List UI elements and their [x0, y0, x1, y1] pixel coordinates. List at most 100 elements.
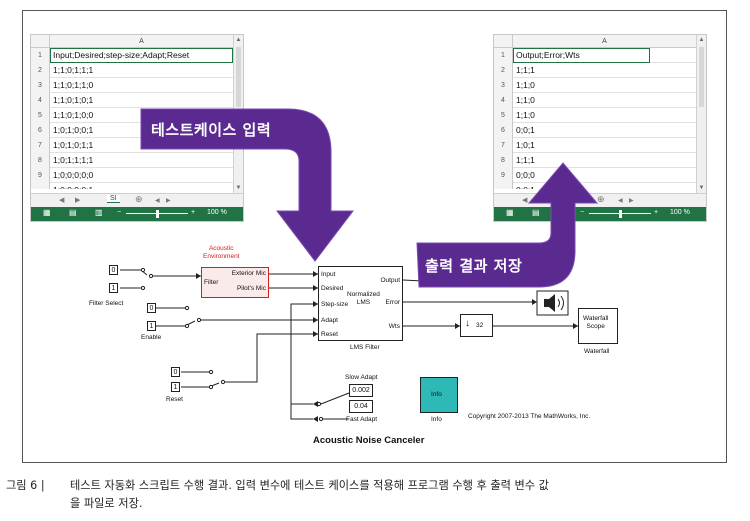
cell[interactable]: 1;1;0;1;0;1: [53, 95, 94, 105]
cell[interactable]: 0;0;1: [516, 125, 535, 135]
row-number[interactable]: 1: [494, 48, 513, 63]
add-sheet-icon[interactable]: ⊕: [135, 194, 143, 204]
zoom-in-icon[interactable]: +: [654, 209, 659, 216]
cell[interactable]: 1;0;1;0;0;1: [53, 125, 94, 135]
downsample-block[interactable]: ↓ 32: [460, 314, 493, 337]
fast-adapt-const[interactable]: 0.04: [349, 400, 373, 413]
tab-scroll-right-icon[interactable]: ▶: [166, 198, 171, 204]
row-number[interactable]: 6: [494, 123, 513, 138]
enable-const-0[interactable]: 0: [147, 303, 156, 313]
column-a-header[interactable]: A: [602, 38, 607, 45]
cell[interactable]: 1;0;0;0;0;0: [53, 170, 94, 180]
scroll-up-icon[interactable]: ▲: [698, 37, 705, 43]
waterfall-scope-block[interactable]: Waterfall Scope: [578, 308, 618, 344]
speaker-icon: [544, 294, 555, 312]
zoom-slider-knob[interactable]: [156, 210, 159, 218]
zoom-slider-knob[interactable]: [619, 210, 622, 218]
cell[interactable]: 1;0;1: [516, 140, 535, 150]
cell[interactable]: 0;0;0: [516, 170, 535, 180]
zoom-out-icon[interactable]: −: [580, 209, 585, 216]
zoom-level[interactable]: 100 %: [207, 209, 227, 216]
filter-select-const-0[interactable]: 0: [109, 265, 118, 275]
cell[interactable]: 1;0;1;1;1;1: [53, 155, 94, 165]
row-number[interactable]: 8: [494, 153, 513, 168]
info-block[interactable]: Info: [420, 377, 458, 413]
row-number[interactable]: 3: [494, 78, 513, 93]
filter-select-const-1[interactable]: 1: [109, 283, 118, 293]
page-break-icon[interactable]: ▥: [95, 208, 103, 217]
cell[interactable]: 1;1;0: [516, 95, 535, 105]
normal-view-icon[interactable]: ▦: [43, 208, 51, 217]
scroll-up-icon[interactable]: ▲: [235, 37, 242, 43]
acoustic-environment-block[interactable]: Filter Exterior Mic Pilot's Mic: [201, 267, 269, 298]
cell-partial[interactable]: 1;0;0;0;0;1: [53, 183, 233, 189]
cell[interactable]: 1;1;1: [516, 65, 535, 75]
page-layout-icon[interactable]: ▤: [532, 208, 540, 217]
row-number[interactable]: 2: [494, 63, 513, 78]
cell[interactable]: 1;1;0;1;0;0: [53, 110, 94, 120]
page-layout-icon[interactable]: ▤: [69, 208, 77, 217]
row-number[interactable]: 9: [494, 168, 513, 183]
arrowhead: [313, 301, 318, 307]
column-header: A: [31, 35, 233, 48]
zoom-out-icon[interactable]: −: [117, 209, 122, 216]
speaker-block[interactable]: [536, 290, 569, 316]
next-sheet-icon[interactable]: ▶: [75, 197, 81, 204]
cell-a1[interactable]: Output;Error;Wts: [513, 48, 650, 63]
row-number[interactable]: 7: [31, 138, 50, 153]
select-all-corner[interactable]: [31, 35, 50, 48]
cell[interactable]: 1;1;0: [516, 80, 535, 90]
row-number[interactable]: 7: [494, 138, 513, 153]
add-sheet-icon[interactable]: ⊕: [597, 194, 605, 204]
lms-filter-block[interactable]: Input Desired Step-size Adapt Reset Norm…: [318, 266, 403, 341]
row-number[interactable]: 2: [31, 63, 50, 78]
cell[interactable]: 1;1;1: [516, 155, 535, 165]
prev-sheet-icon[interactable]: ◀: [59, 197, 65, 204]
row-number[interactable]: [494, 183, 513, 189]
vertical-scrollbar[interactable]: ▲ ▼: [696, 35, 706, 193]
arrowhead: [313, 401, 318, 407]
lms-input-port-label: Input: [321, 271, 336, 278]
tab-scroll-right-icon[interactable]: ▶: [629, 198, 634, 204]
slow-adapt-const[interactable]: 0.002: [349, 384, 373, 397]
cell[interactable]: 1;1;0;1;1;0: [53, 80, 94, 90]
scroll-down-icon[interactable]: ▼: [235, 185, 242, 191]
row-number[interactable]: 4: [31, 93, 50, 108]
row-number[interactable]: 5: [494, 108, 513, 123]
sheet-tab[interactable]: SI: [107, 195, 120, 203]
row-number[interactable]: 3: [31, 78, 50, 93]
row-number[interactable]: 4: [494, 93, 513, 108]
row-number[interactable]: 9: [31, 168, 50, 183]
row-number[interactable]: 6: [31, 123, 50, 138]
cell-a1[interactable]: Input;Desired;step-size;Adapt;Reset: [50, 48, 233, 63]
down-arrow-icon: ↓: [465, 318, 470, 329]
cell-partial[interactable]: 0;0;1: [516, 183, 696, 189]
row-number[interactable]: [31, 183, 50, 189]
cell[interactable]: 1;1;0;1;1;1: [53, 65, 94, 75]
select-all-corner[interactable]: [494, 35, 513, 48]
zoom-level[interactable]: 100 %: [670, 209, 690, 216]
scroll-thumb[interactable]: [699, 47, 704, 107]
enable-const-1[interactable]: 1: [147, 321, 156, 331]
row-number[interactable]: 5: [31, 108, 50, 123]
row-number[interactable]: 8: [31, 153, 50, 168]
tab-scroll-left-icon[interactable]: ◀: [155, 198, 160, 204]
cell[interactable]: 1;1;0: [516, 110, 535, 120]
column-a-header[interactable]: A: [139, 38, 144, 45]
reset-const-0[interactable]: 0: [171, 367, 180, 377]
row-number[interactable]: 1: [31, 48, 50, 63]
slow-adapt-label: Slow Adapt: [345, 374, 378, 381]
scroll-down-icon[interactable]: ▼: [698, 185, 705, 191]
normal-view-icon[interactable]: ▦: [506, 208, 514, 217]
cell[interactable]: 1;0;1;0;1;1: [53, 140, 94, 150]
prev-sheet-icon[interactable]: ◀: [522, 197, 528, 204]
tab-scroll-left-icon[interactable]: ◀: [618, 198, 623, 204]
scroll-thumb[interactable]: [236, 47, 241, 107]
reset-const-1[interactable]: 1: [171, 382, 180, 392]
zoom-in-icon[interactable]: +: [191, 209, 196, 216]
